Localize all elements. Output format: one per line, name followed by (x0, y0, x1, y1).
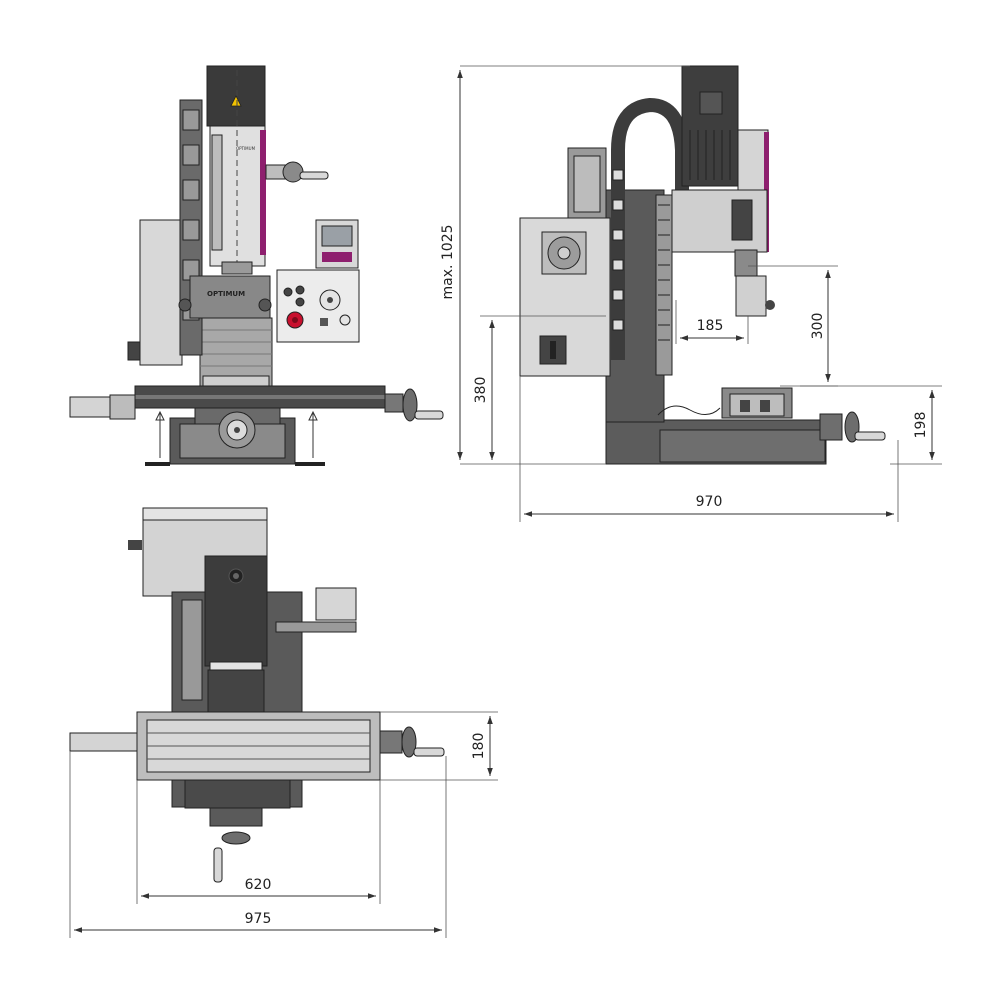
front-spindle (221, 261, 253, 275)
head-brand-label: OPTIMUM (236, 146, 256, 151)
front-view: OPTIMUM OPTIMUM (69, 65, 444, 466)
control-panel (276, 269, 360, 343)
front-handwheel-right (402, 388, 418, 422)
dim-spindle-reach: 185 (697, 318, 724, 334)
leveling-foot-right (295, 462, 325, 466)
side-spindle (735, 275, 767, 317)
top-handwheel-right (401, 726, 417, 758)
dim-table-to-base: 198 (913, 412, 929, 439)
leveling-foot-left (145, 462, 170, 466)
head-brand-text: OPTIMUM (207, 290, 245, 298)
side-motor (681, 65, 739, 187)
top-view (69, 507, 445, 883)
dim-table-width: 180 (471, 733, 487, 760)
front-column (199, 317, 273, 387)
dim-head-to-table: 300 (810, 313, 826, 340)
dim-overall-width: 975 (245, 911, 272, 927)
dim-table-height: 380 (473, 377, 489, 404)
front-fine-feed-wheel (282, 161, 304, 183)
dim-depth: 970 (696, 494, 723, 510)
top-crossfeed-wheel (221, 831, 251, 845)
side-cable-chain (611, 97, 689, 360)
dim-max-height: max. 1025 (440, 224, 456, 299)
dimension-lines: max. 1025 380 300 185 198 970 180 (69, 65, 942, 938)
side-view (519, 65, 886, 465)
side-head (671, 189, 768, 253)
front-electrical-box (139, 219, 183, 366)
dim-table-travel: 620 (245, 877, 272, 893)
warning-sign-icon (230, 95, 242, 107)
